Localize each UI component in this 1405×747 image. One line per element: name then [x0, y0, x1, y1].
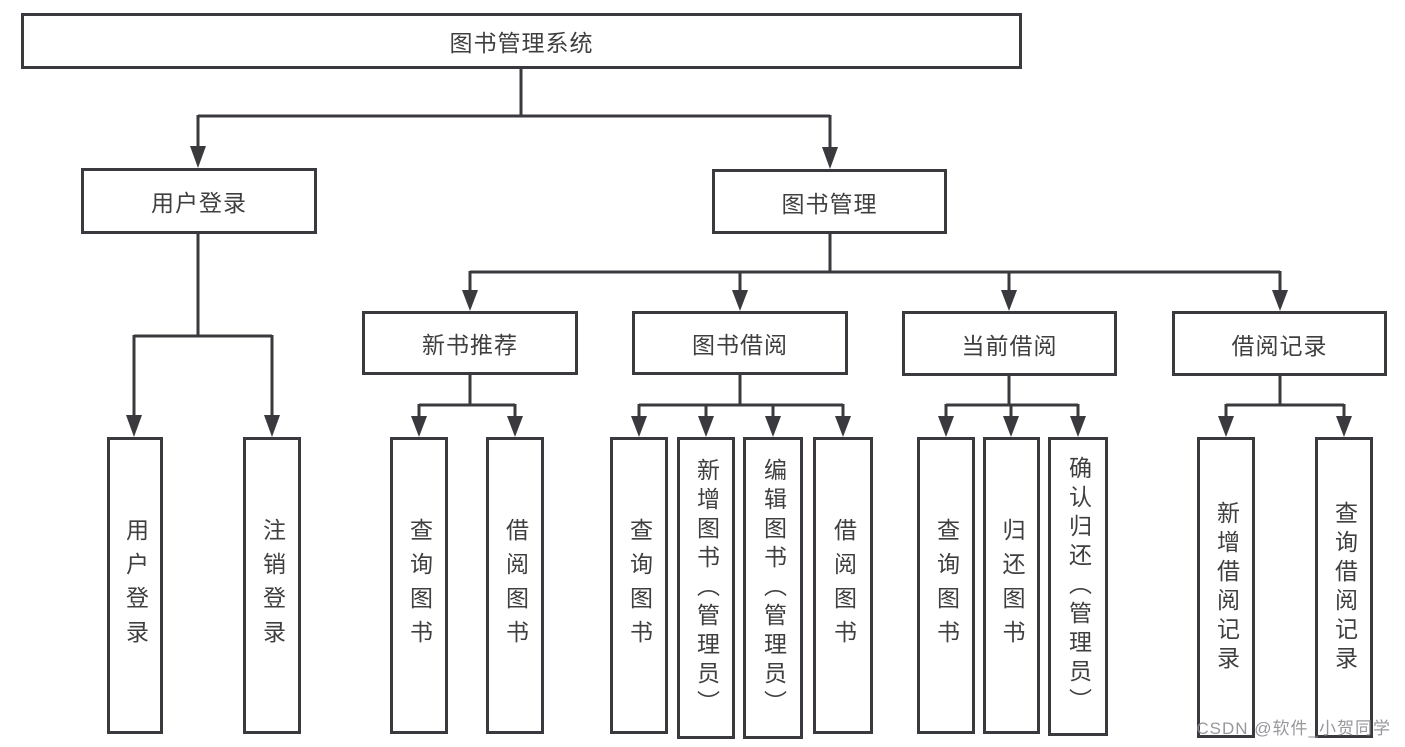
node-leaf-borrow-books-recommend-label: 借阅图书 — [502, 517, 529, 654]
node-leaf-query-books-current-label: 查询图书 — [933, 517, 960, 654]
node-leaf-add-book-admin: 新增图书（管理员） — [677, 437, 735, 739]
node-leaf-add-borrow-record-label: 新增借阅记录 — [1213, 500, 1240, 675]
node-book-management: 图书管理 — [712, 169, 947, 234]
node-leaf-query-books-borrowing-label: 查询图书 — [626, 517, 653, 654]
node-leaf-user-login: 用户登录 — [107, 437, 163, 734]
node-leaf-return-books-label: 归还图书 — [999, 517, 1025, 654]
node-book-borrowing: 图书借阅 — [632, 311, 848, 375]
node-leaf-add-borrow-record: 新增借阅记录 — [1197, 437, 1255, 738]
node-current-borrowing: 当前借阅 — [902, 311, 1117, 376]
node-current-borrowing-label: 当前借阅 — [961, 332, 1058, 359]
node-leaf-user-login-label: 用户登录 — [122, 517, 149, 654]
node-library-management-system: 图书管理系统 — [21, 13, 1022, 69]
node-leaf-query-books-recommend: 查询图书 — [390, 437, 448, 734]
node-user-login-label: 用户登录 — [151, 190, 247, 216]
node-leaf-query-borrow-record: 查询借阅记录 — [1315, 437, 1373, 738]
node-leaf-return-books: 归还图书 — [983, 437, 1040, 734]
node-borrowing-records-label: 借阅记录 — [1231, 332, 1328, 359]
node-book-borrowing-label: 图书借阅 — [692, 332, 788, 358]
node-leaf-query-books-recommend-label: 查询图书 — [406, 517, 433, 654]
node-leaf-borrow-books-label: 借阅图书 — [830, 517, 857, 654]
node-leaf-borrow-books-recommend: 借阅图书 — [486, 437, 544, 734]
node-new-book-recommend: 新书推荐 — [362, 311, 578, 375]
node-leaf-edit-book-admin: 编辑图书（管理员） — [743, 437, 803, 739]
node-leaf-edit-book-admin-label: 编辑图书（管理员） — [760, 457, 787, 719]
node-leaf-query-borrow-record-label: 查询借阅记录 — [1331, 500, 1358, 675]
node-leaf-confirm-return-admin: 确认归还（管理员） — [1048, 437, 1108, 736]
node-leaf-confirm-return-admin-label: 确认归还（管理员） — [1065, 456, 1092, 717]
node-leaf-logout-label: 注销登录 — [259, 517, 286, 654]
node-borrowing-records: 借阅记录 — [1172, 311, 1387, 376]
node-leaf-query-books-borrowing: 查询图书 — [610, 437, 668, 734]
csdn-watermark: CSDN @软件_小贺同学 — [1196, 719, 1391, 738]
node-book-management-label: 图书管理 — [781, 190, 878, 217]
node-new-book-recommend-label: 新书推荐 — [422, 332, 518, 358]
node-leaf-add-book-admin-label: 新增图书（管理员） — [693, 457, 720, 719]
node-leaf-logout: 注销登录 — [243, 437, 301, 734]
node-library-management-system-label: 图书管理系统 — [449, 30, 594, 56]
node-leaf-borrow-books: 借阅图书 — [813, 437, 873, 734]
node-user-login: 用户登录 — [81, 168, 317, 234]
node-leaf-query-books-current: 查询图书 — [917, 437, 975, 734]
